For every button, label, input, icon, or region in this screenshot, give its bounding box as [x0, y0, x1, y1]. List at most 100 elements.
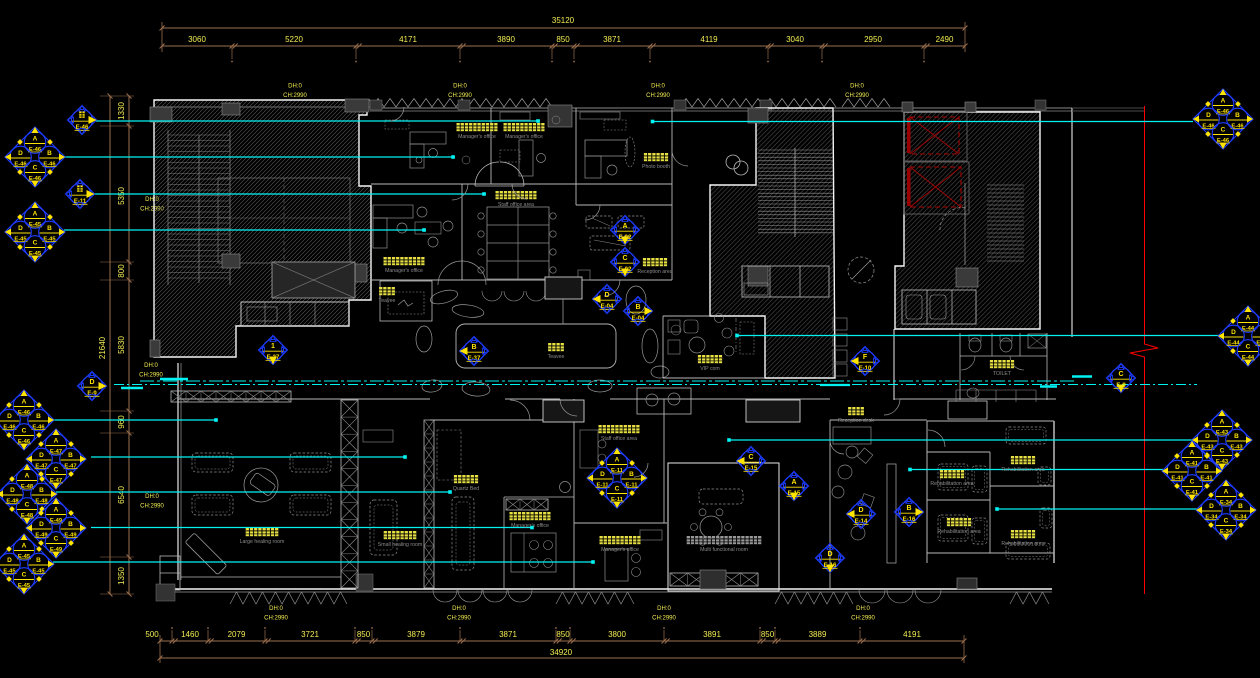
svg-text:Manager's office: Manager's office — [511, 523, 549, 529]
svg-text:A: A — [1246, 315, 1251, 322]
svg-text:1350: 1350 — [117, 567, 126, 585]
svg-text:DH:0: DH:0 — [145, 197, 159, 203]
svg-text:DH:0: DH:0 — [651, 84, 665, 90]
svg-text:E-34: E-34 — [1234, 514, 1247, 520]
svg-text:C: C — [54, 467, 59, 474]
svg-text:CH:2990: CH:2990 — [140, 504, 164, 510]
svg-text:A: A — [22, 543, 27, 550]
svg-text:A: A — [54, 507, 59, 514]
svg-text:E-43: E-43 — [1216, 430, 1229, 436]
svg-text:5830: 5830 — [117, 336, 126, 354]
svg-text:C: C — [748, 454, 753, 461]
svg-text:C: C — [615, 486, 620, 493]
svg-text:E-43: E-43 — [1201, 444, 1214, 450]
svg-text:E-47: E-47 — [50, 449, 62, 455]
svg-text:A: A — [33, 211, 38, 218]
svg-text:C: C — [33, 240, 38, 247]
svg-text:B: B — [36, 557, 41, 564]
svg-text:E-10: E-10 — [859, 366, 872, 372]
svg-text:Rehabilitation area: Rehabilitation area — [1001, 467, 1044, 473]
svg-text:C: C — [1224, 518, 1229, 525]
svg-text:B: B — [1238, 503, 1243, 510]
svg-text:D: D — [18, 150, 23, 157]
svg-text:A: A — [622, 223, 627, 230]
svg-text:D: D — [1175, 464, 1180, 471]
svg-text:D: D — [827, 551, 832, 558]
svg-text:E-34: E-34 — [1205, 514, 1218, 520]
svg-text:D: D — [1231, 329, 1236, 336]
svg-text:D: D — [39, 452, 44, 459]
svg-text:3889: 3889 — [809, 630, 827, 639]
svg-text:C: C — [25, 502, 30, 509]
svg-text:B: B — [1204, 464, 1209, 471]
svg-text:E-49: E-49 — [35, 532, 48, 538]
svg-text:CH:2990: CH:2990 — [447, 616, 471, 622]
svg-text:C: C — [1118, 371, 1123, 378]
svg-text:CH:2990: CH:2990 — [646, 93, 670, 99]
svg-text:3871: 3871 — [603, 35, 621, 44]
svg-text:Reception area: Reception area — [637, 269, 672, 275]
svg-text:C: C — [1246, 344, 1251, 351]
svg-text:C: C — [54, 536, 59, 543]
svg-text:2950: 2950 — [864, 35, 882, 44]
svg-text:3879: 3879 — [407, 630, 425, 639]
svg-text:5220: 5220 — [285, 35, 303, 44]
svg-text:Teavee: Teavee — [548, 354, 565, 360]
svg-text:960: 960 — [117, 415, 126, 429]
svg-text:Rehabilitation area: Rehabilitation area — [937, 529, 980, 535]
svg-text:Large healing room: Large healing room — [240, 539, 285, 545]
svg-text:E-11: E-11 — [611, 468, 624, 474]
svg-text:E-44: E-44 — [1227, 340, 1240, 346]
svg-text:E-44: E-44 — [1256, 340, 1260, 346]
svg-text:D: D — [600, 471, 605, 478]
svg-text:850: 850 — [556, 630, 570, 639]
svg-text:E-46: E-46 — [1217, 109, 1230, 115]
svg-text:850: 850 — [357, 630, 371, 639]
svg-text:A: A — [33, 136, 38, 143]
svg-text:E-41: E-41 — [1200, 475, 1213, 481]
svg-text:D: D — [10, 487, 15, 494]
svg-text:B: B — [1235, 112, 1240, 119]
svg-text:4191: 4191 — [903, 630, 921, 639]
svg-text:A: A — [1224, 489, 1229, 496]
svg-text:C: C — [33, 165, 38, 172]
svg-text:E-34: E-34 — [1220, 500, 1233, 506]
svg-text:E-11: E-11 — [597, 482, 610, 488]
svg-text:E-41: E-41 — [1186, 461, 1199, 467]
svg-text:C: C — [1221, 127, 1226, 134]
svg-text:C: C — [1220, 448, 1225, 455]
svg-text:B: B — [68, 521, 73, 528]
svg-text:Teavee: Teavee — [379, 298, 396, 304]
svg-text:E-49: E-49 — [64, 532, 77, 538]
svg-text:1460: 1460 — [181, 630, 199, 639]
svg-text:6540: 6540 — [117, 486, 126, 504]
svg-text:CH:2990: CH:2990 — [140, 207, 164, 213]
svg-text:E-45: E-45 — [14, 236, 27, 242]
svg-text:2490: 2490 — [936, 35, 954, 44]
svg-text:4119: 4119 — [700, 35, 718, 44]
svg-text:E-16: E-16 — [903, 517, 916, 523]
svg-text:F: F — [863, 354, 868, 361]
svg-text:Manager's office: Manager's office — [601, 547, 639, 553]
svg-text:Rehabilitation area: Rehabilitation area — [1001, 541, 1044, 547]
svg-text:E-11: E-11 — [611, 497, 624, 503]
svg-text:B: B — [47, 150, 52, 157]
svg-text:CH:2990: CH:2990 — [139, 373, 163, 379]
svg-text:VIP com: VIP com — [700, 366, 720, 372]
svg-text:E-34: E-34 — [1220, 529, 1233, 535]
svg-text:E-46: E-46 — [14, 161, 27, 167]
svg-text:D: D — [858, 507, 863, 514]
svg-text:E-46: E-46 — [18, 439, 31, 445]
svg-text:Multi functional room: Multi functional room — [700, 547, 748, 553]
svg-text:D: D — [89, 379, 94, 386]
svg-text:E-47: E-47 — [35, 463, 47, 469]
svg-text:E-37: E-37 — [468, 356, 481, 362]
svg-text:E-41: E-41 — [1186, 490, 1199, 496]
svg-text:E-43: E-43 — [1230, 444, 1243, 450]
svg-text:E-45: E-45 — [18, 554, 31, 560]
svg-text:E-11: E-11 — [626, 482, 639, 488]
svg-text:DH:0: DH:0 — [856, 606, 870, 612]
svg-text:E-45: E-45 — [29, 222, 42, 228]
svg-text:A: A — [25, 473, 30, 480]
svg-text:35120: 35120 — [552, 16, 575, 25]
